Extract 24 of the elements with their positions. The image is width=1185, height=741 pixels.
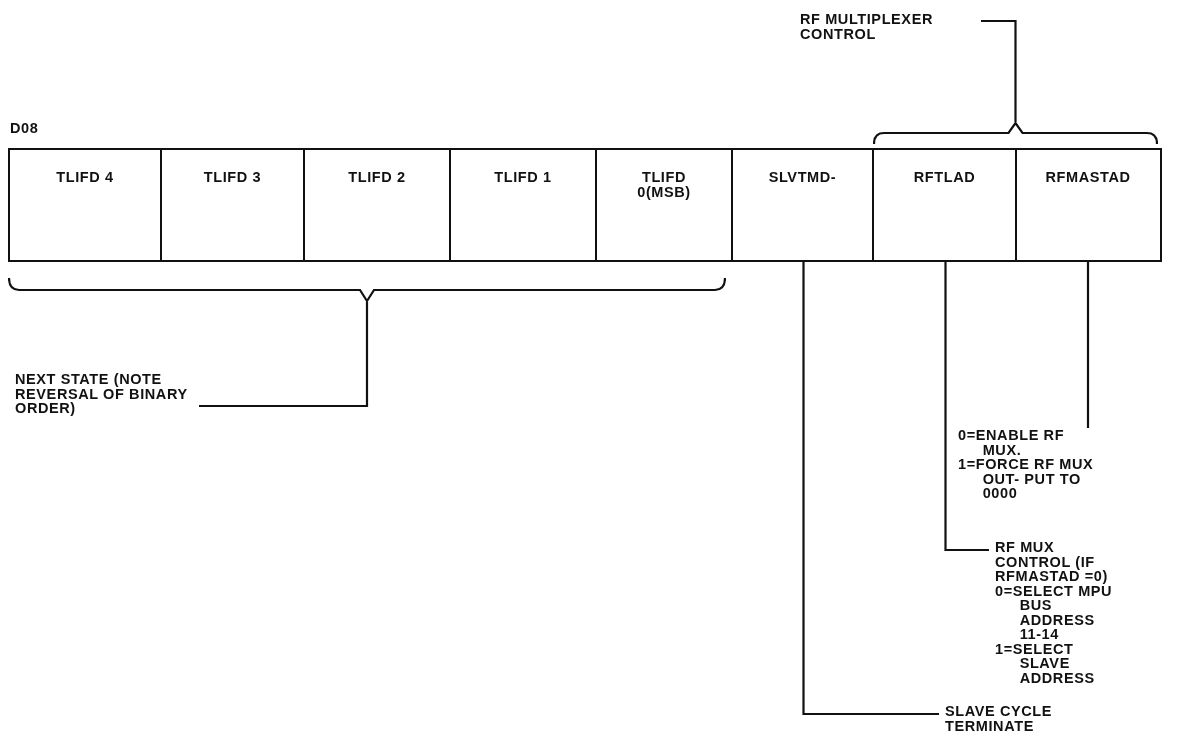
annotation-text: 0=SELECT MPU BUS ADDRESS 11-14 — [995, 583, 1114, 642]
curly-brace — [8, 278, 726, 302]
leader-line — [199, 302, 369, 408]
leader-line — [981, 19, 1017, 122]
curly-brace — [873, 122, 1158, 144]
annotation-text: NEXT STATE (NOTE REVERSAL OF BINARY ORDER) — [15, 372, 189, 416]
bit-field: TLIFD 3 — [162, 150, 305, 260]
bit-field: TLIFD 4 — [10, 150, 162, 260]
leader-line — [944, 260, 989, 552]
bit-field: TLIFD 1 — [451, 150, 597, 260]
annotation-text: 1=FORCE RF MUX OUT- PUT TO 0000 — [958, 457, 1095, 501]
annotation-text: RF MUX CONTROL (IF RFMASTAD =0) — [995, 540, 1109, 584]
leader-line — [802, 260, 939, 716]
bit-field: RFTLAD — [874, 150, 1017, 260]
bit-field: RFMASTAD — [1017, 150, 1159, 260]
annotation-text: 0=ENABLE RF MUX. — [958, 428, 1066, 457]
leader-line — [1086, 260, 1090, 428]
annotation-text: 1=SELECT SLAVE ADDRESS — [995, 641, 1096, 685]
bit-field: SLVTMD- — [733, 150, 874, 260]
register-name: D08 — [10, 120, 39, 136]
bit-field: TLIFD 0(MSB) — [597, 150, 733, 260]
annotation-text: SLAVE CYCLE TERMINATE — [945, 704, 1054, 733]
annotation-text: RF MULTIPLEXER CONTROL — [800, 12, 934, 41]
bit-field: TLIFD 2 — [305, 150, 451, 260]
